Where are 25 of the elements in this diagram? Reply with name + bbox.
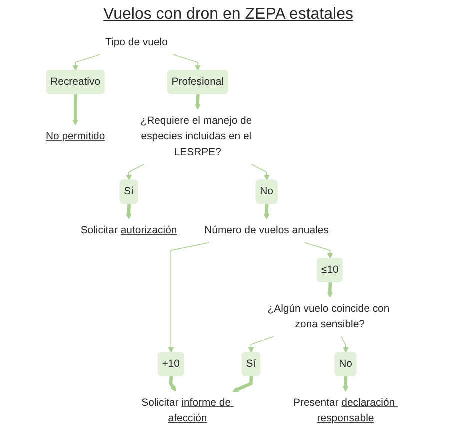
node-text: ¿Requiere el manejo de especies incluidas en el LESRPE? <box>140 115 252 158</box>
node-text: No permitido <box>46 131 106 142</box>
node-text: ¿Algún vuelo coincide con zona sensible? <box>268 303 390 330</box>
arrow <box>195 94 201 110</box>
arrow <box>173 54 201 71</box>
arrow <box>126 164 145 181</box>
title: Vuelos con dron en ZEPA estatales <box>104 6 354 24</box>
arrow <box>72 54 100 71</box>
node-text: Solicitar autorización <box>80 225 178 236</box>
arrow <box>340 336 349 354</box>
arrow <box>169 376 176 392</box>
arrow <box>126 204 132 220</box>
arrow <box>264 204 270 220</box>
arrow <box>251 164 270 181</box>
node-text: Presentar declaración responsable <box>293 397 396 424</box>
node-text: Tipo de vuelo <box>106 37 168 48</box>
arrow <box>304 242 334 259</box>
arrow <box>327 282 334 298</box>
arrow <box>248 336 274 354</box>
node-text: Solicitar informe de afección <box>142 397 232 424</box>
arrow <box>72 94 78 126</box>
arrow <box>168 242 210 354</box>
arrow <box>342 376 349 392</box>
node-text: Número de vuelos anuales <box>204 225 329 236</box>
arrow <box>232 376 254 392</box>
